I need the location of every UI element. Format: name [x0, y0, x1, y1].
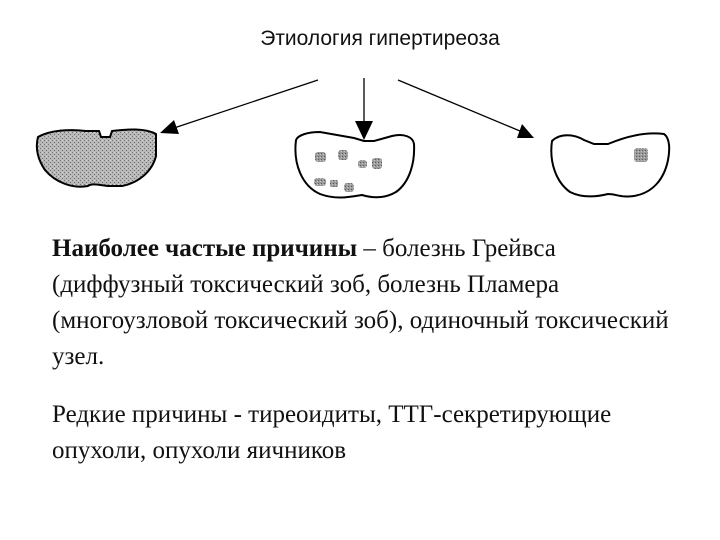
nodule: [358, 160, 367, 168]
gland-single-nodule: [550, 132, 671, 198]
arrow-left: [160, 79, 319, 134]
nodule: [315, 152, 326, 162]
etiology-diagram: Этиология гипертиреоза: [35, 27, 671, 199]
gland-multinodular: [294, 130, 416, 199]
common-causes-paragraph: Наиболее частые причины – болезнь Грейвс…: [52, 231, 692, 375]
common-causes-text: – болезнь Грейвса (диффузный токсический…: [52, 235, 669, 370]
nodule: [344, 183, 354, 192]
nodule: [314, 178, 326, 186]
arrow-right: [397, 79, 534, 138]
nodule: [330, 180, 338, 187]
rare-causes-paragraph: Редкие причины - тиреоидиты, ТТГ-секрети…: [52, 401, 612, 464]
gland-diffuse: [35, 128, 157, 188]
arrow-center: [355, 78, 373, 140]
nodule: [372, 158, 382, 169]
diagram-title: Этиология гипертиреоза: [260, 27, 500, 50]
nodule: [338, 150, 348, 160]
common-causes-heading: Наиболее частые причины: [52, 235, 358, 262]
nodule: [634, 148, 648, 162]
